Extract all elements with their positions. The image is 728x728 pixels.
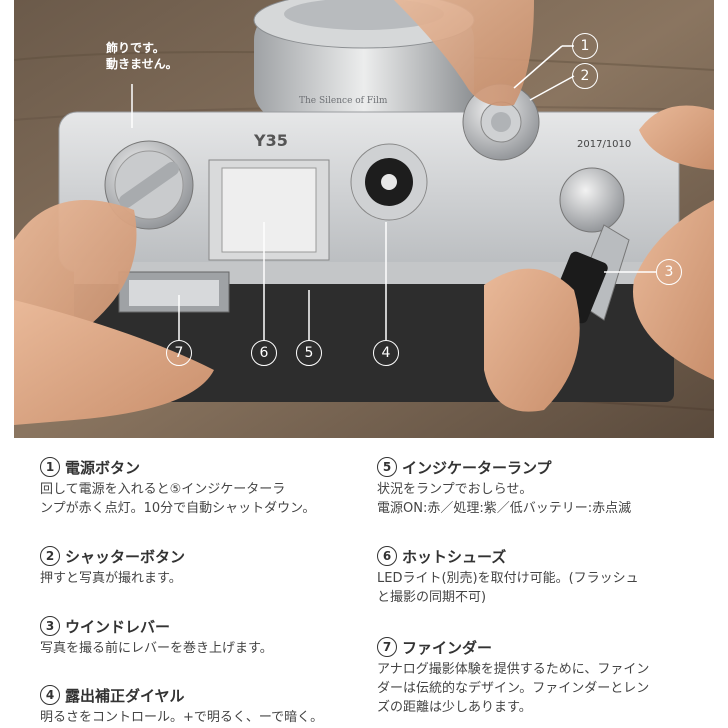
feature-desc-line: ズの距離は少しあります。 [377,700,532,715]
date-text: 2017/1010 [577,139,631,150]
feature-desc-line: ンプが赤く点灯。10分で自動シャットダウン。 [40,501,316,516]
lens-text: The Silence of Film [299,96,388,106]
feature-number: 3 [40,616,60,636]
feature-number: 1 [40,457,60,477]
feature-title: 電源ボタン [65,458,141,477]
feature-number: 4 [40,685,60,705]
callout-7: 7 [166,340,192,366]
feature-desc-line: 回して電源を入れると⑤インジケーターラ [40,482,286,497]
model-text: Y35 [253,131,288,150]
camera-photo: The Silence of Film Y35 2017/1010 [14,0,714,438]
decoration-note-line-1: 飾りです。 [106,41,165,55]
feature-desc-line: ダーは伝統的なデザイン。ファインダーとレン [377,681,650,696]
feature-title: ファインダー [402,638,493,657]
callout-6: 6 [251,340,277,366]
feature-title: ウインドレバー [65,617,171,636]
feature-title: シャッターボタン [65,547,186,566]
feature-exposure-dial: 4 露出補正ダイヤル 明るさをコントロール。+で明るく、ーで暗く。 [40,684,370,727]
feature-number: 7 [377,637,397,657]
callout-5: 5 [296,340,322,366]
feature-desc-line: と撮影の同期不可) [377,590,487,605]
feature-number: 5 [377,457,397,477]
feature-title: インジケーターランプ [402,458,552,477]
feature-shutter-button: 2 シャッターボタン 押すと写真が撮れます。 [40,545,370,588]
feature-desc-line: アナログ撮影体験を提供するために、ファイン [377,662,650,677]
callout-2: 2 [572,63,598,89]
callout-4: 4 [373,340,399,366]
feature-title: ホットシューズ [402,547,507,566]
feature-title: 露出補正ダイヤル [65,686,185,705]
feature-wind-lever: 3 ウインドレバー 写真を撮る前にレバーを巻き上げます。 [40,615,370,658]
feature-power-button: 1 電源ボタン 回して電源を入れると⑤インジケーターラ ンプが赤く点灯。10分で自… [40,456,370,518]
feature-finder: 7 ファインダー アナログ撮影体験を提供するために、ファイン ダーは伝統的なデザイ… [377,636,707,717]
feature-desc-line: 明るさをコントロール。+で明るく、ーで暗く。 [40,710,324,725]
feature-number: 2 [40,546,60,566]
feature-indicator-lamp: 5 インジケーターランプ 状況をランプでおしらせ。 電源ON:赤／処理:紫／低バッ… [377,456,707,518]
decoration-note-line-2: 動きません。 [106,57,178,71]
feature-desc-line: 押すと写真が撮れます。 [40,571,182,586]
decoration-note: 飾りです。 動きません。 [106,40,178,72]
callout-3: 3 [656,259,682,285]
feature-number: 6 [377,546,397,566]
feature-desc-line: LEDライト(別売)を取付け可能。(フラッシュ [377,571,639,586]
feature-desc-line: 電源ON:赤／処理:紫／低バッテリー:赤点滅 [377,501,632,516]
feature-desc-line: 状況をランプでおしらせ。 [377,482,533,497]
callout-1: 1 [572,33,598,59]
feature-desc-line: 写真を撮る前にレバーを巻き上げます。 [40,641,273,656]
feature-hot-shoe: 6 ホットシューズ LEDライト(別売)を取付け可能。(フラッシュ と撮影の同期不… [377,545,707,607]
